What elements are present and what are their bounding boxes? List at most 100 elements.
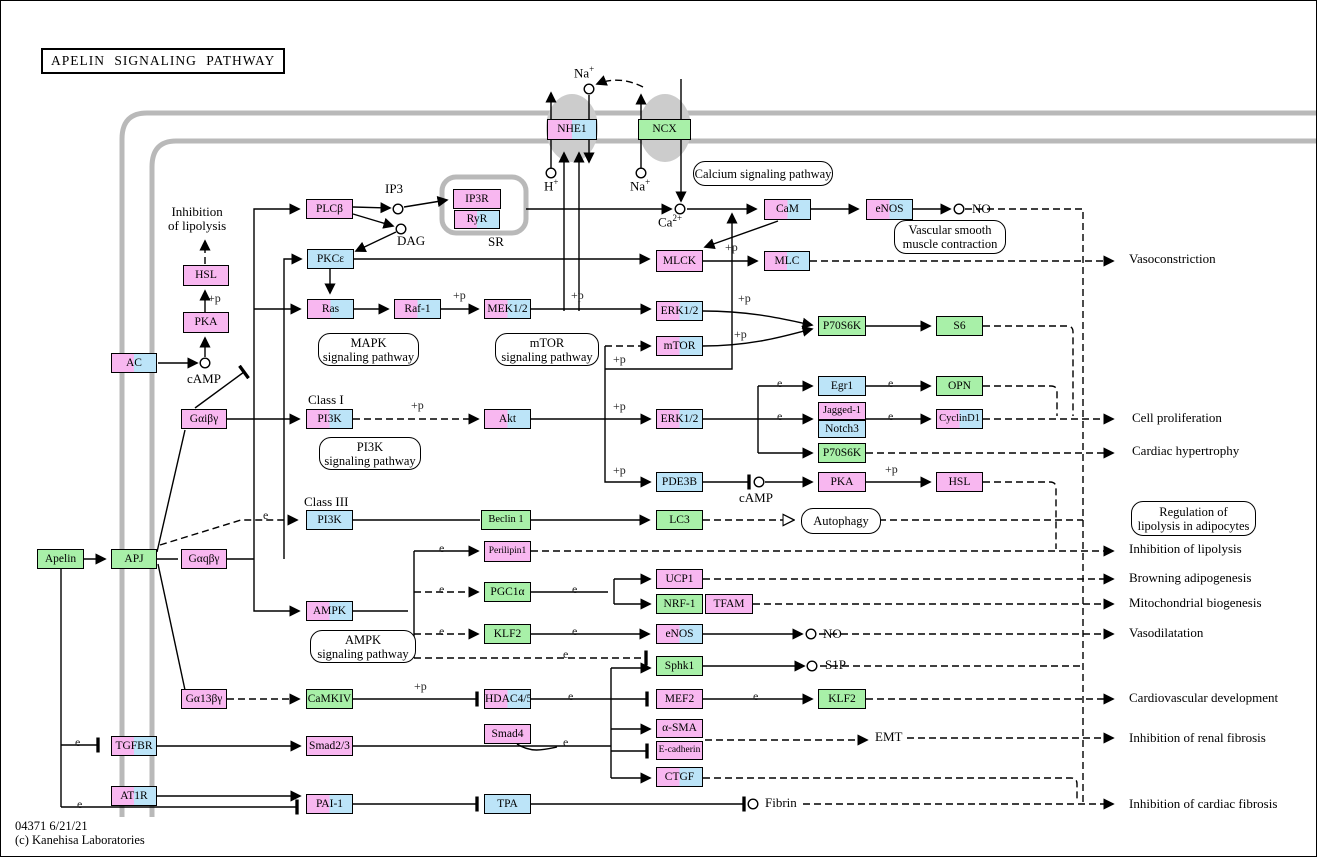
node-raf1[interactable]: Raf-1: [394, 299, 441, 319]
node-mef2[interactable]: MEF2: [656, 689, 703, 709]
node-pde3b[interactable]: PDE3B: [656, 472, 703, 492]
node-pkce[interactable]: PKCε: [307, 249, 354, 269]
node-plcb[interactable]: PLCβ: [306, 199, 353, 219]
node-ctgf[interactable]: CTGF: [656, 767, 703, 787]
label-camp-1: cAMP: [187, 371, 221, 386]
node-mlck[interactable]: MLCK: [656, 250, 703, 272]
node-perilipin1[interactable]: Perilipin1: [484, 541, 531, 562]
label-p-erk-p70: +p: [738, 291, 751, 305]
node-beclin1[interactable]: Beclin 1: [481, 510, 531, 530]
node-enos-1[interactable]: eNOS: [866, 199, 913, 220]
label-e-class3: e: [263, 508, 269, 522]
bubble-line: AMPK: [344, 632, 382, 647]
node-tfam[interactable]: TFAM: [705, 594, 753, 614]
edge-18: [283, 253, 303, 559]
node-notch3[interactable]: Notch3: [818, 420, 866, 438]
node-opn[interactable]: OPN: [936, 376, 983, 396]
node-at1r[interactable]: AT1R: [111, 786, 157, 806]
label-e-klf2-out: e: [572, 624, 578, 638]
edge-50: [605, 212, 738, 370]
node-pka-2[interactable]: PKA: [818, 472, 866, 492]
map-footer: 04371 6/21/21 (c) Kanehisa Laboratories: [15, 819, 145, 848]
label-e-perilipin: e: [439, 541, 445, 555]
label-p-mlck-mlc: +p: [725, 240, 738, 254]
node-asma[interactable]: α-SMA: [656, 719, 703, 738]
bubble-line: muscle contraction: [902, 237, 998, 251]
node-pai1[interactable]: PAI-1: [306, 794, 353, 814]
node-pgc1a[interactable]: PGC1α: [484, 582, 531, 602]
bubble-line: signaling pathway: [317, 646, 409, 661]
node-klf2-1[interactable]: KLF2: [484, 624, 531, 644]
node-ncx[interactable]: NCX: [638, 119, 691, 140]
node-pi3k-1[interactable]: PI3K: [306, 409, 353, 429]
node-ryr[interactable]: RyR: [454, 210, 500, 229]
node-p70s6k-1[interactable]: P70S6K: [818, 316, 866, 336]
node-ucp1[interactable]: UCP1: [656, 569, 703, 589]
node-hsl-2[interactable]: HSL: [936, 472, 983, 492]
node-mlc[interactable]: MLC: [764, 251, 810, 271]
node-cam[interactable]: CaM: [764, 199, 811, 220]
compound-circle-10: [806, 660, 818, 672]
label-na-bottom: Na+: [630, 177, 651, 194]
label-p-akt-pde3b: +p: [613, 463, 626, 477]
node-ip3r[interactable]: IP3R: [453, 189, 501, 209]
node-apj[interactable]: APJ: [111, 549, 157, 569]
node-nrf1[interactable]: NRF-1: [656, 594, 703, 614]
node-jagged1[interactable]: Jagged-1: [818, 402, 866, 420]
edge-6: [157, 563, 186, 691]
compound-circle-0: [199, 357, 211, 369]
node-ecadherin[interactable]: E-cadherin: [656, 741, 703, 760]
node-gaq[interactable]: Gαqβγ: [181, 549, 227, 569]
node-lc3[interactable]: LC3: [656, 510, 703, 530]
node-pi3k-2[interactable]: PI3K: [306, 510, 353, 530]
compound-circle-4: [635, 167, 647, 179]
compound-circle-8: [753, 476, 765, 488]
node-erk12-2[interactable]: ERK1/2: [656, 409, 703, 429]
label-no-2: NO: [823, 626, 842, 641]
node-ac[interactable]: AC: [111, 353, 157, 373]
node-klf2-2[interactable]: KLF2: [818, 689, 866, 709]
node-mek12[interactable]: MEK1/2: [484, 299, 531, 319]
label-p-pka-hsl: +p: [208, 291, 221, 305]
label-out-cell-proliferation: Cell proliferation: [1132, 410, 1222, 425]
edge-4: [156, 429, 186, 553]
node-smad4[interactable]: Smad4: [484, 724, 531, 744]
node-s6[interactable]: S6: [936, 316, 983, 336]
node-akt[interactable]: Akt: [484, 409, 531, 429]
label-e-pgc1a-out: e: [572, 582, 578, 596]
bubble-calcium-pathway[interactable]: Calcium signaling pathway: [693, 161, 833, 186]
node-smad23[interactable]: Smad2/3: [306, 736, 353, 756]
node-erk12-1[interactable]: ERK1/2: [656, 301, 703, 321]
label-ip3: IP3: [385, 181, 404, 196]
bubble-line: PI3K: [356, 439, 384, 454]
node-cyclind1[interactable]: CyclinD1: [936, 409, 983, 429]
node-p70s6k-2[interactable]: P70S6K: [818, 443, 866, 463]
node-gai[interactable]: Gαiβγ: [181, 409, 227, 429]
node-nhe1[interactable]: NHE1: [547, 119, 597, 140]
label-out-vasoconstriction: Vasoconstriction: [1129, 251, 1216, 266]
node-hsl-1[interactable]: HSL: [183, 265, 229, 286]
node-tgfbr[interactable]: TGFBR: [111, 736, 157, 756]
node-apelin[interactable]: Apelin: [37, 549, 84, 569]
node-ampk[interactable]: AMPK: [306, 601, 353, 621]
node-mtor[interactable]: mTOR: [656, 336, 703, 356]
node-pka-1[interactable]: PKA: [183, 312, 229, 333]
node-ga13[interactable]: Gα13βγ: [181, 689, 227, 709]
label-out-cardiovascular-dev: Cardiovascular development: [1129, 690, 1279, 705]
bubble-autophagy[interactable]: Autophagy: [801, 508, 881, 534]
node-ras[interactable]: Ras: [307, 299, 354, 319]
node-egr1[interactable]: Egr1: [818, 376, 866, 396]
node-camkiv[interactable]: CaMKIV: [306, 689, 353, 709]
node-enos-2[interactable]: eNOS: [656, 624, 703, 644]
node-sphk1[interactable]: Sphk1: [656, 656, 703, 676]
node-tpa[interactable]: TPA: [484, 794, 531, 814]
edge-51: [604, 419, 652, 488]
node-hdac45[interactable]: HDAC4/5: [484, 689, 531, 709]
label-class-i: Class I: [308, 392, 344, 407]
